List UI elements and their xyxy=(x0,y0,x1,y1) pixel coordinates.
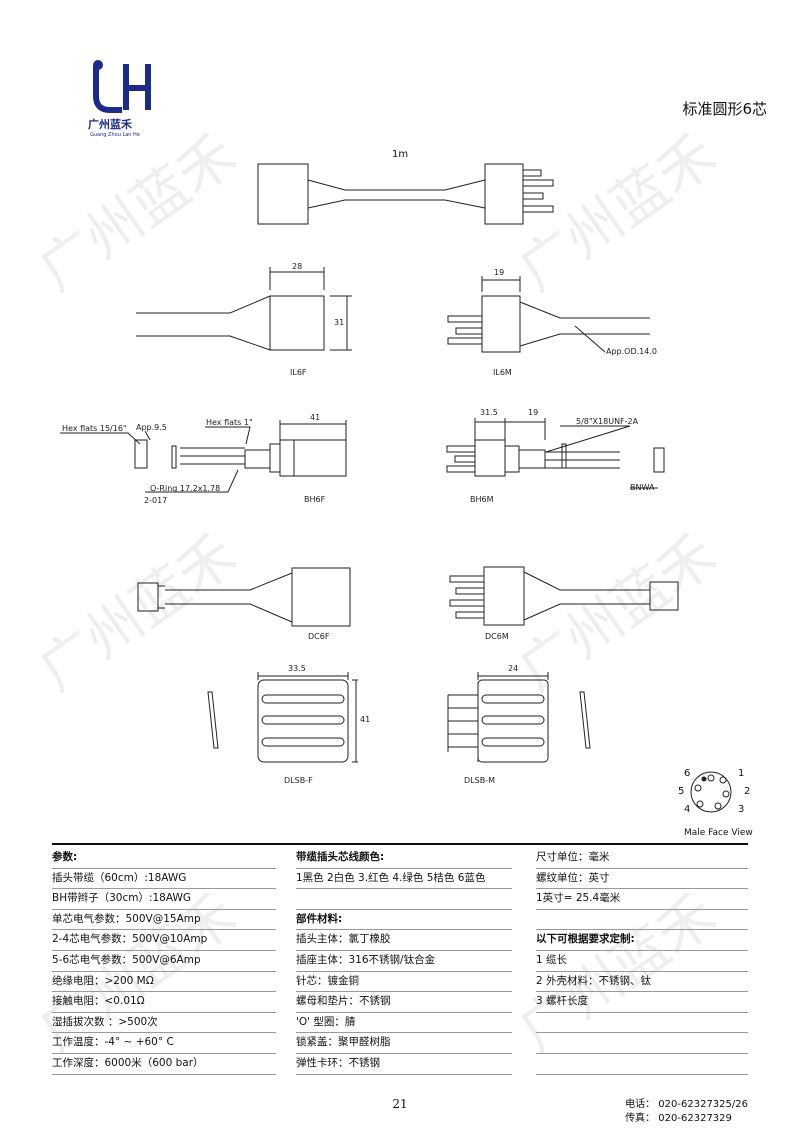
bh6f-app: App.9.5 xyxy=(136,423,167,432)
contact-info: 电话： 020-62327325/26 传真： 020-62327329 xyxy=(625,1098,748,1126)
bh6f-hex-small: Hex flats 15/16" xyxy=(62,424,127,433)
cable-length-label: 1m xyxy=(392,149,409,160)
il6f-dim-w: 28 xyxy=(292,262,303,271)
page-title: 标准圆形6芯 xyxy=(682,100,767,118)
bh6m-bnwa: BNWA xyxy=(630,483,655,492)
pin-label: 2 xyxy=(744,786,751,797)
pin-label: 5 xyxy=(678,786,685,797)
cable-end-left xyxy=(257,163,309,225)
il6f-label: IL6F xyxy=(290,368,307,377)
list-item: 5-6芯电气参数：500V@6Amp xyxy=(52,951,276,972)
bh6f-oring: O-Ring 17.2x1.78 xyxy=(150,484,221,493)
pin-label: 1 xyxy=(738,768,745,779)
il6m-label: IL6M xyxy=(493,368,512,377)
fax-text: 传真： 020-62327329 xyxy=(625,1113,732,1124)
bh6f-hex: Hex flats 1" xyxy=(206,418,253,427)
dlsbm-body xyxy=(477,679,549,763)
il6f-body xyxy=(269,295,325,351)
cable-end-right xyxy=(484,163,524,225)
params-header: 参数: xyxy=(52,848,276,869)
logo-subtext: Guang Zhou Lan He xyxy=(90,132,140,138)
list-item: 螺母和垫片：不锈钢 xyxy=(296,992,512,1013)
list-item: 锁紧盖：聚甲醛树脂 xyxy=(296,1033,512,1054)
blank-row xyxy=(536,1054,748,1075)
bh6m-dim-w2: 19 xyxy=(528,408,539,417)
dc6f-label: DC6F xyxy=(308,632,330,641)
bh6m-body xyxy=(474,439,506,477)
pin-label: 3 xyxy=(738,804,745,815)
logo: 广州蓝禾 Guang Zhou Lan He xyxy=(82,58,160,138)
blank-row xyxy=(536,1033,748,1054)
blank-row xyxy=(296,889,512,910)
dlsbm-dim-w: 24 xyxy=(508,664,519,673)
dc6m-label: DC6M xyxy=(485,632,509,641)
list-item: 2-4芯电气参数：500V@10Amp xyxy=(52,930,276,951)
dlsbf-label: DLSB-F xyxy=(284,776,313,785)
list-item: 接触电阻：<0.01Ω xyxy=(52,992,276,1013)
list-item: 工作温度：-4° ~ +60° C xyxy=(52,1033,276,1054)
hex-nut-small xyxy=(134,439,148,469)
bh6m-thread: 5/8"X18UNF-2A xyxy=(576,417,639,426)
list-item: 工作深度：6000米（600 bar） xyxy=(52,1054,276,1075)
dlsbm-label: DLSB-M xyxy=(464,776,495,785)
materials-header: 部件材料: xyxy=(296,910,512,931)
il6m-dim-w: 19 xyxy=(494,268,505,277)
il6f-cable xyxy=(136,295,271,351)
logo-mark-icon xyxy=(93,60,151,113)
bh6m-label: BH6M xyxy=(470,495,494,504)
bh6m-dim-w1: 31.5 xyxy=(480,408,498,417)
list-item: 插头带缆（60cm）:18AWG xyxy=(52,869,276,890)
list-item: 螺纹单位：英寸 xyxy=(536,869,748,890)
pin-label: 6 xyxy=(684,768,691,779)
cable-body xyxy=(307,179,486,209)
list-item: 针芯：镀金铜 xyxy=(296,972,512,993)
il6m-cable xyxy=(519,301,650,347)
male-face-circle xyxy=(690,771,732,813)
technical-drawing xyxy=(60,163,732,813)
dlsbf-dim-h: 41 xyxy=(360,715,371,724)
dlsbf-dim-w: 33.5 xyxy=(288,664,306,673)
page-number: 21 xyxy=(392,1097,408,1111)
il6f-dim-h: 31 xyxy=(334,318,345,327)
list-item: 'O' 型圈：腈 xyxy=(296,1013,512,1034)
list-item: 插头主体：氯丁橡胶 xyxy=(296,930,512,951)
spec-col-units: 尺寸单位：毫米 螺纹单位：英寸 1英寸= 25.4毫米 以下可根据要求定制: 1… xyxy=(536,848,748,1075)
list-item: 1英寸= 25.4毫米 xyxy=(536,889,748,910)
pin-label: 4 xyxy=(684,804,691,815)
blank-row xyxy=(536,1013,748,1034)
logo-text: 广州蓝禾 xyxy=(88,118,132,131)
dc6f-body xyxy=(291,567,351,627)
spec-col-params: 参数: 插头带缆（60cm）:18AWG BH带辫子（30cm）:18AWG 单… xyxy=(52,848,276,1075)
custom-header: 以下可根据要求定制: xyxy=(536,930,748,951)
phone-text: 电话： 020-62327325/26 xyxy=(625,1099,748,1110)
il6m-body xyxy=(481,295,521,353)
bh6f-oring-code: 2-017 xyxy=(144,496,168,505)
list-item: 1 缆长 xyxy=(536,951,748,972)
spec-col-materials: 带缆插头芯线颜色: 1黑色 2白色 3.红色 4.绿色 5桔色 6蓝色 部件材料… xyxy=(296,848,512,1075)
list-item: BH带辫子（30cm）:18AWG xyxy=(52,889,276,910)
blank-row xyxy=(536,910,748,931)
list-item: 单芯电气参数：500V@15Amp xyxy=(52,910,276,931)
dc6m-body xyxy=(483,566,525,626)
wire-colors: 1黑色 2白色 3.红色 4.绿色 5桔色 6蓝色 xyxy=(296,869,512,890)
list-item: 插座主体：316不锈钢/钛合金 xyxy=(296,951,512,972)
list-item: 3 螺杆长度 xyxy=(536,992,748,1013)
face-view-label: Male Face View xyxy=(684,828,753,838)
bh6f-dim-w: 41 xyxy=(310,413,321,422)
il6m-app: App.OD.14.0 xyxy=(606,347,657,356)
list-item: 弹性卡环：不锈钢 xyxy=(296,1054,512,1075)
colors-header: 带缆插头芯线颜色: xyxy=(296,848,512,869)
bh6f-body xyxy=(293,439,347,477)
list-item: 湿插拔次数 ：>500次 xyxy=(52,1013,276,1034)
table-top-rule xyxy=(52,843,748,845)
dlsbf-body xyxy=(257,679,349,763)
list-item: 尺寸单位：毫米 xyxy=(536,848,748,869)
list-item: 绝缘电阻：>200 MΩ xyxy=(52,972,276,993)
list-item: 2 外壳材料：不锈钢、钛 xyxy=(536,972,748,993)
bh6f-label: BH6F xyxy=(304,495,326,504)
